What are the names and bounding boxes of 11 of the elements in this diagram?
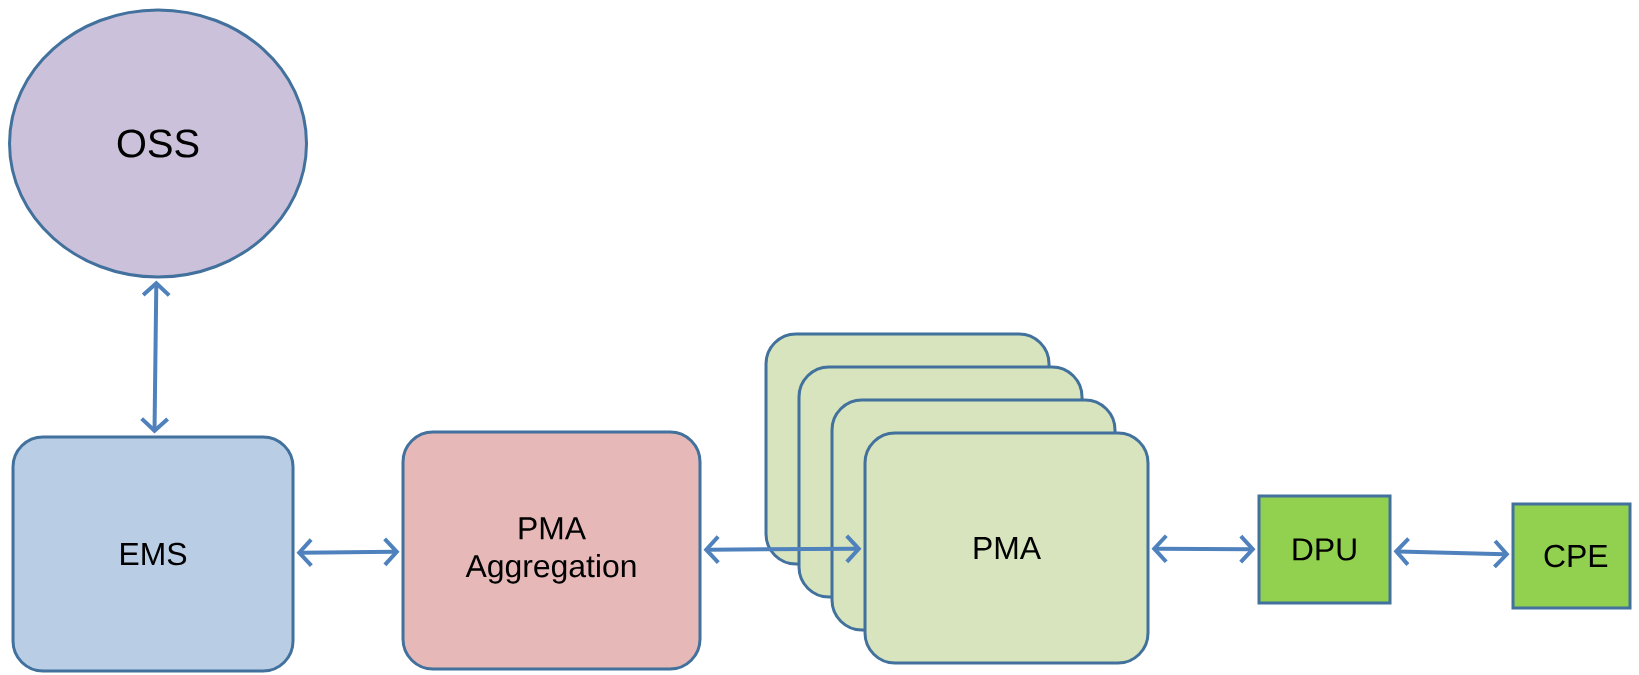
square-box: CPE: [1511, 502, 1632, 610]
rounded-box: PMA Aggregation: [401, 430, 702, 671]
ellipse-node: OSS: [8, 8, 308, 279]
arrow: [703, 534, 862, 564]
rounded-box: EMS: [11, 435, 295, 673]
arrow: [1393, 537, 1510, 569]
arrow: [1151, 534, 1256, 564]
arrow: [140, 280, 171, 434]
square-box: DPU: [1257, 494, 1392, 605]
arrow: [296, 537, 400, 567]
rounded-box: PMA: [863, 431, 1150, 665]
